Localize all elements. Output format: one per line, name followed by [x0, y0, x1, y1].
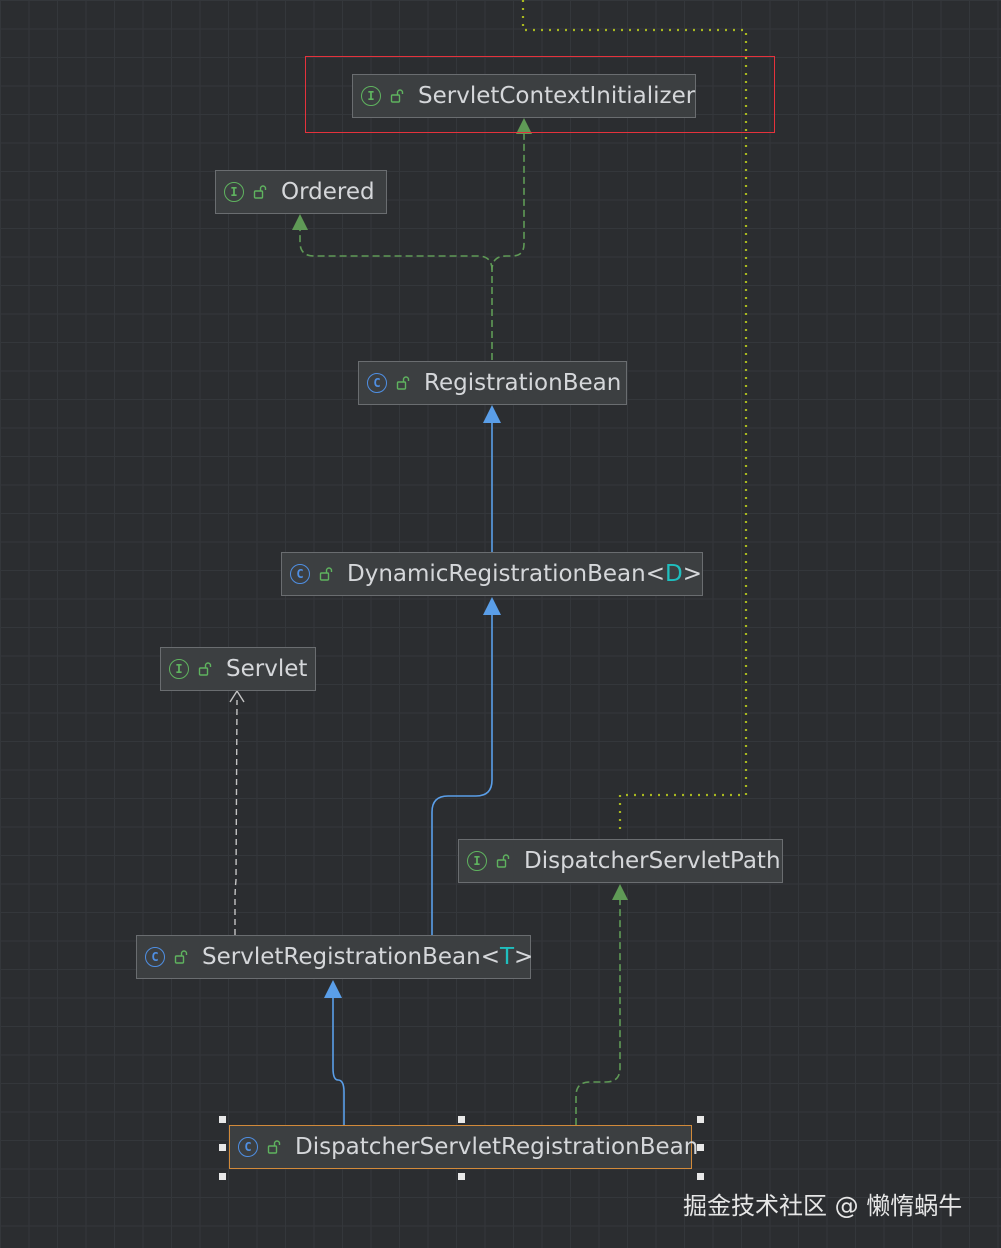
node-label: DynamicRegistrationBean — [347, 561, 646, 587]
node-label: Servlet — [226, 656, 308, 682]
unlock-icon — [198, 661, 214, 677]
unlock-icon — [174, 949, 190, 965]
inner-class-link — [521, 0, 748, 835]
node-label: DispatcherServletRegistrationBean — [295, 1134, 699, 1160]
extends-edge-dispatcher-reg — [332, 996, 345, 1125]
implements-edge-dispatcher-path — [575, 900, 621, 1125]
unlock-icon — [390, 88, 406, 104]
registration-bean-arrowhead — [483, 405, 501, 423]
class-icon: C — [290, 564, 310, 584]
interface-icon: I — [467, 851, 487, 871]
node-ordered[interactable]: I Ordered — [215, 170, 387, 214]
generic-open: < — [480, 944, 500, 970]
interface-icon: I — [361, 86, 381, 106]
resize-handle-e[interactable] — [697, 1144, 704, 1151]
dispatcher-path-arrowhead — [612, 884, 628, 900]
class-icon: C — [238, 1137, 258, 1157]
resize-handle-ne[interactable] — [697, 1116, 704, 1123]
node-label: ServletContextInitializer — [418, 83, 696, 109]
ordered-arrowhead — [292, 214, 308, 230]
node-dynamic-registration-bean[interactable]: C DynamicRegistrationBean<D> — [281, 552, 703, 596]
interface-icon: I — [224, 182, 244, 202]
extends-edge-servlet-reg — [431, 612, 493, 935]
implements-edge-ordered — [299, 228, 493, 271]
scinit-arrowhead — [516, 118, 532, 134]
unlock-icon — [267, 1139, 283, 1155]
node-servlet-context-initializer[interactable]: I ServletContextInitializer — [352, 74, 696, 118]
resize-handle-s[interactable] — [458, 1173, 465, 1180]
dynamic-arrowhead — [483, 597, 501, 615]
node-label: DispatcherServletPath — [524, 848, 781, 874]
unlock-icon — [253, 184, 269, 200]
node-label: ServletRegistrationBean — [202, 944, 481, 970]
resize-handle-se[interactable] — [697, 1173, 704, 1180]
unlock-icon — [496, 853, 512, 869]
watermark: 掘金技术社区 @ 懒惰蜗牛 — [683, 1192, 963, 1220]
node-dispatcher-servlet-registration-bean[interactable]: C DispatcherServletRegistrationBean — [229, 1125, 698, 1169]
node-servlet[interactable]: I Servlet — [160, 647, 316, 691]
node-dispatcher-servlet-path[interactable]: I DispatcherServletPath — [458, 839, 783, 883]
servlet-reg-arrowhead — [324, 980, 342, 998]
unlock-icon — [396, 375, 412, 391]
implements-edge-scinit — [491, 132, 525, 360]
type-parameter: T — [499, 944, 515, 970]
type-parameter: D — [665, 561, 683, 587]
dependency-edge-servlet — [234, 699, 238, 935]
class-icon: C — [367, 373, 387, 393]
class-icon: C — [145, 947, 165, 967]
node-label: RegistrationBean — [424, 370, 622, 396]
interface-icon: I — [169, 659, 189, 679]
highlight-box — [305, 56, 775, 133]
resize-handle-sw[interactable] — [219, 1173, 226, 1180]
node-label: Ordered — [281, 179, 375, 205]
node-registration-bean[interactable]: C RegistrationBean — [358, 361, 627, 405]
generic-close: > — [682, 561, 703, 587]
generic-open: < — [645, 561, 666, 587]
resize-handle-n[interactable] — [458, 1116, 465, 1123]
node-servlet-registration-bean[interactable]: C ServletRegistrationBean<T> — [136, 935, 534, 979]
servlet-arrowhead — [229, 689, 245, 703]
resize-handle-nw[interactable] — [219, 1116, 226, 1123]
unlock-icon — [319, 566, 335, 582]
generic-close: > — [514, 944, 534, 970]
resize-handle-w[interactable] — [219, 1144, 226, 1151]
